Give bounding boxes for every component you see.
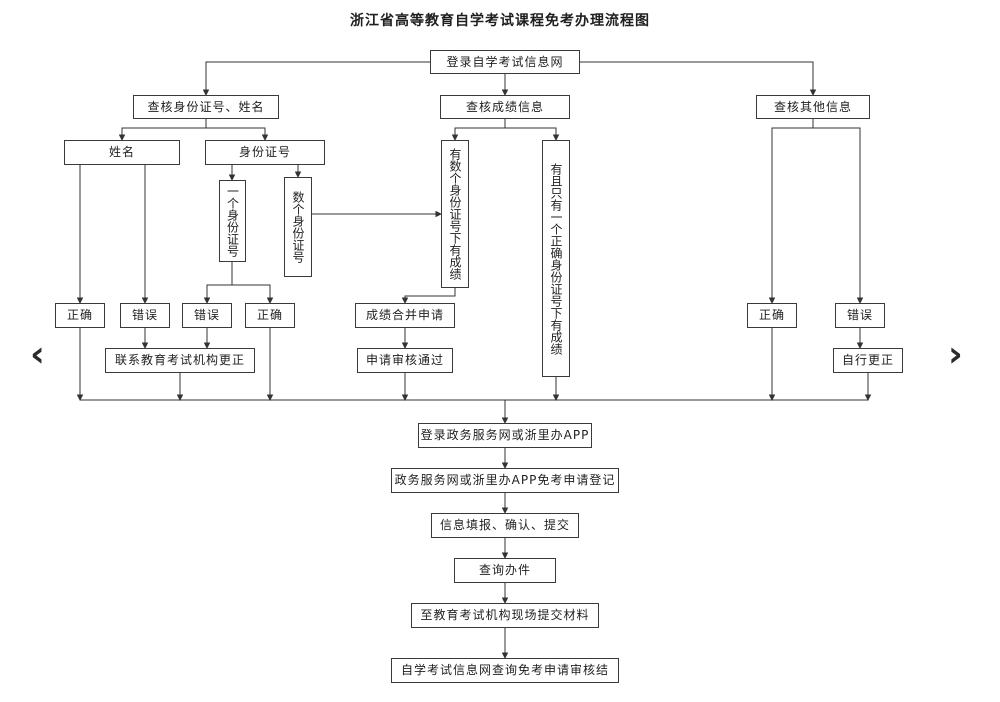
node-check-other-info: 查核其他信息 [756, 95, 870, 119]
node-query-case: 查询办件 [454, 558, 556, 583]
node-one-id-number: 一个身份证号 [219, 180, 246, 262]
node-id-number: 身份证号 [205, 140, 325, 165]
node-scores-under-multiple-ids: 有数个身份证号下有成绩 [441, 140, 469, 288]
node-check-id-name: 查核身份证号、姓名 [133, 95, 279, 119]
node-exemption-application-register: 政务服务网或浙里办APP免考申请登记 [391, 468, 619, 493]
node-application-approved: 申请审核通过 [357, 348, 453, 373]
page-title: 浙江省高等教育自学考试课程免考办理流程图 [350, 13, 650, 29]
node-self-correct: 自行更正 [833, 348, 903, 373]
node-id-wrong: 错误 [182, 303, 232, 328]
prev-arrow[interactable]: ‹ [30, 334, 45, 375]
node-check-score-info: 查核成绩信息 [440, 95, 570, 119]
node-name: 姓名 [64, 140, 180, 165]
node-submit-materials-onsite: 至教育考试机构现场提交材料 [411, 603, 599, 628]
node-contact-exam-agency-correct: 联系教育考试机构更正 [105, 348, 255, 373]
node-login-gov-service-app: 登录政务服务网或浙里办APP [418, 423, 592, 448]
node-other-correct: 正确 [747, 303, 797, 328]
node-name-correct: 正确 [55, 303, 105, 328]
node-score-merge-application: 成绩合并申请 [355, 303, 455, 328]
node-id-correct: 正确 [245, 303, 295, 328]
next-arrow[interactable]: › [948, 334, 963, 375]
node-multiple-id-numbers: 数个身份证号 [284, 177, 312, 277]
node-login-exam-info-site: 登录自学考试信息网 [430, 50, 580, 74]
node-scores-under-one-correct-id: 有且只有一个正确身份证号下有成绩 [542, 140, 570, 377]
node-fill-confirm-submit: 信息填报、确认、提交 [431, 513, 579, 538]
node-name-wrong: 错误 [120, 303, 170, 328]
node-query-review-result: 自学考试信息网查询免考申请审核结 [391, 658, 619, 683]
node-other-wrong: 错误 [835, 303, 885, 328]
